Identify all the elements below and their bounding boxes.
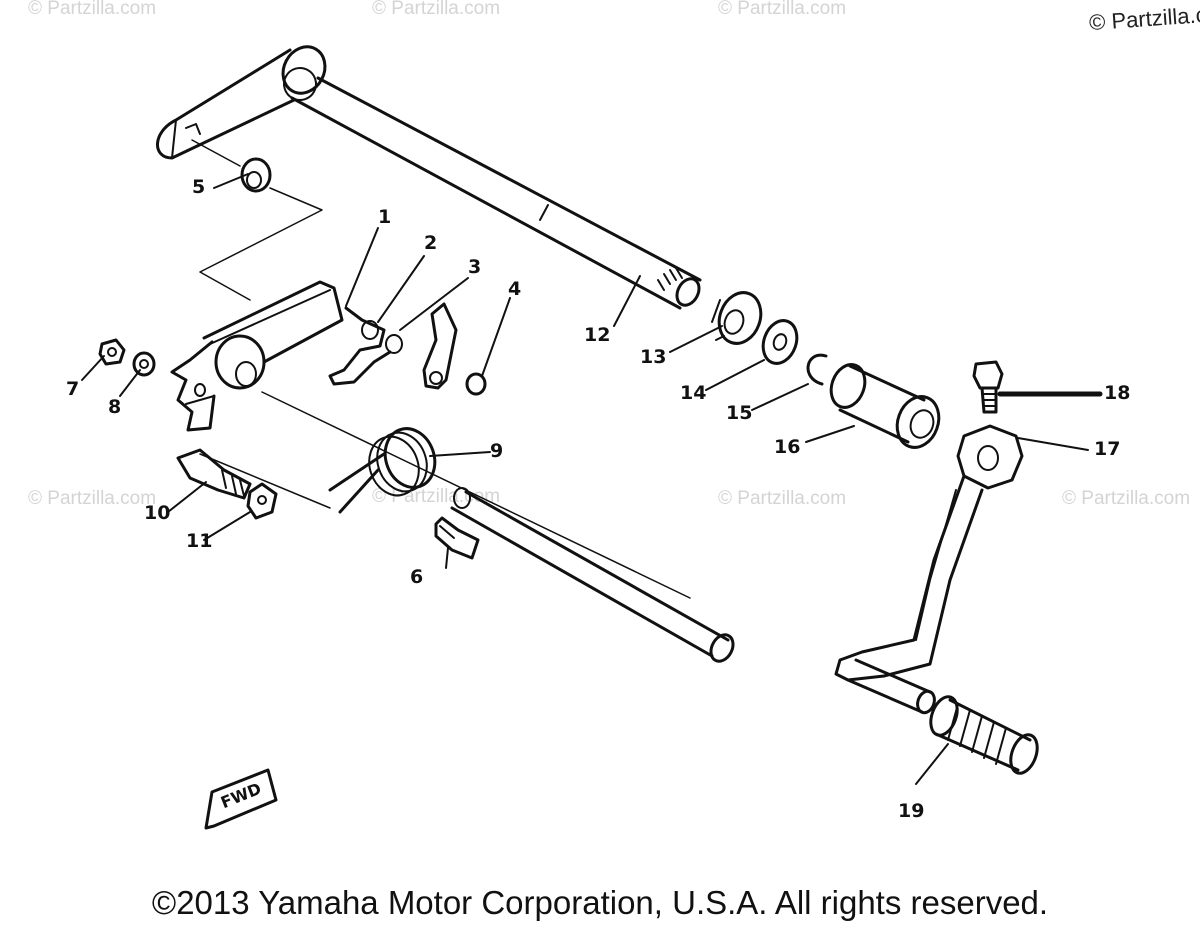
callout-3: 3 — [468, 256, 482, 278]
callout-17: 17 — [1094, 438, 1121, 460]
callout-2: 2 — [424, 232, 438, 254]
callout-16: 16 — [774, 436, 801, 458]
bolt-18 — [972, 360, 1004, 414]
shift-lever-assembly — [170, 280, 487, 432]
watermark: © Partzilla.com — [28, 0, 157, 19]
watermark: © Partzilla.com — [1062, 488, 1191, 509]
copyright-footer: ©2013 Yamaha Motor Corporation, U.S.A. A… — [151, 884, 1049, 921]
pin-6 — [434, 516, 480, 560]
callout-10: 10 — [144, 502, 171, 524]
callout-15: 15 — [726, 402, 753, 424]
callout-6: 6 — [410, 566, 424, 588]
assembly-lines — [191, 139, 691, 599]
callout-4: 4 — [508, 278, 522, 300]
bolt-10-nut-11 — [176, 448, 278, 520]
callout-14: 14 — [680, 382, 707, 404]
callout-12: 12 — [584, 324, 611, 346]
callout-8: 8 — [108, 396, 122, 418]
callout-9: 9 — [490, 440, 504, 462]
callout-5: 5 — [192, 176, 206, 198]
watermark: © Partzilla.com — [372, 0, 501, 19]
callout-11: 11 — [186, 530, 213, 552]
watermark: © Partzilla.com — [718, 0, 847, 19]
washer-14 — [761, 319, 799, 365]
forward-arrow-icon — [204, 768, 278, 830]
callout-1: 1 — [378, 206, 392, 228]
collar-part-5 — [240, 157, 272, 193]
callout-19: 19 — [898, 800, 925, 822]
callout-leaders — [81, 173, 1103, 785]
shift-pedal-17-19 — [834, 424, 1039, 775]
bushing-16 — [829, 363, 941, 449]
nut-washer-7-8 — [98, 338, 156, 377]
watermark: © Partzilla.com — [718, 488, 847, 509]
callout-13: 13 — [640, 346, 667, 368]
shift-shaft-assembly — [156, 45, 702, 310]
watermark: © Partzilla.com — [28, 488, 157, 509]
lower-shaft — [450, 487, 735, 663]
bearing-13 — [711, 291, 763, 345]
circlip-15 — [806, 353, 828, 386]
callout-18: 18 — [1104, 382, 1131, 404]
callout-7: 7 — [66, 378, 80, 400]
torsion-spring-9 — [328, 427, 437, 514]
